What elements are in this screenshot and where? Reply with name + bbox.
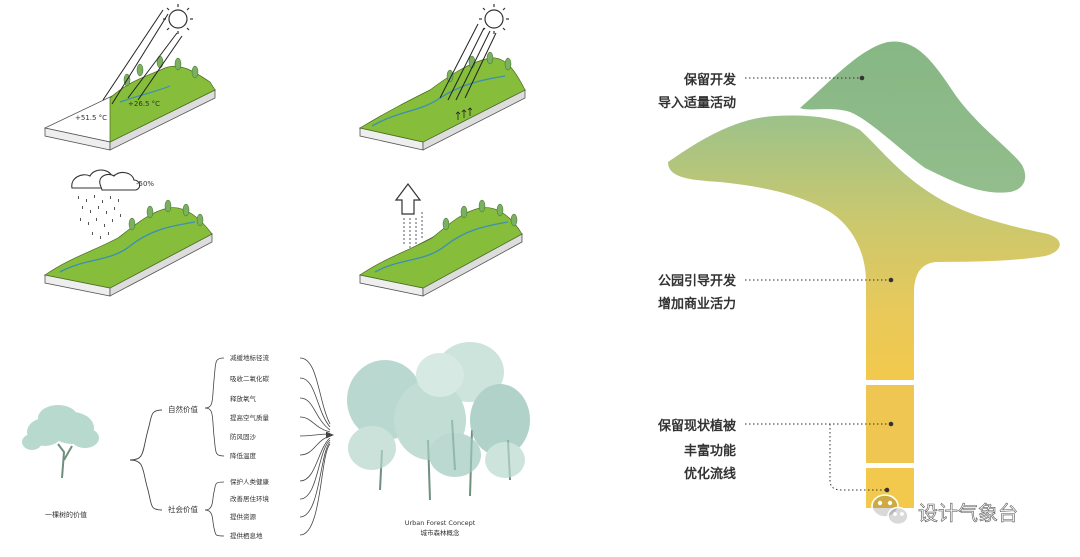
value-tree-diagram: 一棵树的价值 自然价值 社会价值 减缓地标径流 吸收二氧化碳 释放氧气 提高空气…	[22, 342, 530, 540]
sun-icon	[163, 4, 193, 34]
climate-panel-rain: -50%	[43, 169, 214, 297]
forest-concept-title-en: Urban Forest Concept	[405, 519, 476, 527]
natural-item-oxygen: 释放氧气	[230, 394, 257, 403]
natural-item-cooling: 降低温度	[230, 451, 257, 460]
climate-panel-river	[358, 4, 527, 151]
social-item-health: 保护人类健康	[230, 477, 270, 486]
social-item-living: 改善居住环境	[230, 494, 270, 503]
forest-concept-title-cn: 城市森林概念	[421, 528, 461, 537]
wechat-icon	[871, 494, 909, 526]
natural-item-air-quality: 提高空气质量	[230, 413, 270, 422]
climate-panel-airflow	[358, 183, 524, 297]
tree-strategy-diagram: 保留开发 导入适量活动 公园引导开发 增加商业活力 保留现状植被 丰富功能 优化…	[657, 41, 1060, 508]
strategy-middle-line-2: 增加商业活力	[658, 296, 736, 312]
tree-canopy-trunk	[668, 115, 1060, 380]
natural-value-label: 自然价值	[168, 404, 198, 414]
tree-value-root-label: 一棵树的价值	[45, 510, 87, 519]
strategy-middle-line-1: 公园引导开发	[658, 273, 737, 289]
social-value-label: 社会价值	[168, 504, 198, 514]
converging-arrows	[299, 357, 335, 536]
rain-reduction-label: -50%	[136, 180, 154, 188]
social-item-resources: 提供资源	[230, 512, 257, 521]
temp-cool-label: +51.5 °C	[75, 114, 107, 122]
natural-item-windbreak: 防风固沙	[230, 432, 257, 441]
watermark-text: 设计气象台	[918, 501, 1018, 525]
cloud-icon	[71, 169, 141, 191]
single-tree-illustration	[22, 405, 99, 479]
strategy-bottom-line-1: 保留现状植被	[657, 418, 737, 434]
temp-warm-label: +26.5 °C	[128, 100, 160, 108]
natural-item-runoff: 减缓地标径流	[230, 353, 270, 362]
watermark: 设计气象台	[871, 494, 1018, 526]
strategy-bottom-line-2: 丰富功能	[684, 443, 736, 459]
social-item-habitat: 提供栖息地	[230, 531, 263, 540]
strategy-top-line-2: 导入适量活动	[658, 95, 736, 111]
tree-crown-top	[800, 41, 1026, 193]
strategy-top-line-1: 保留开发	[683, 72, 737, 88]
climate-panel-sun: +51.5 °C +26.5 °C	[43, 4, 217, 151]
urban-forest-illustration	[347, 342, 530, 501]
up-arrow-icon	[394, 183, 422, 215]
natural-item-co2: 吸收二氧化碳	[230, 374, 270, 383]
strategy-bottom-line-3: 优化流线	[684, 466, 736, 482]
